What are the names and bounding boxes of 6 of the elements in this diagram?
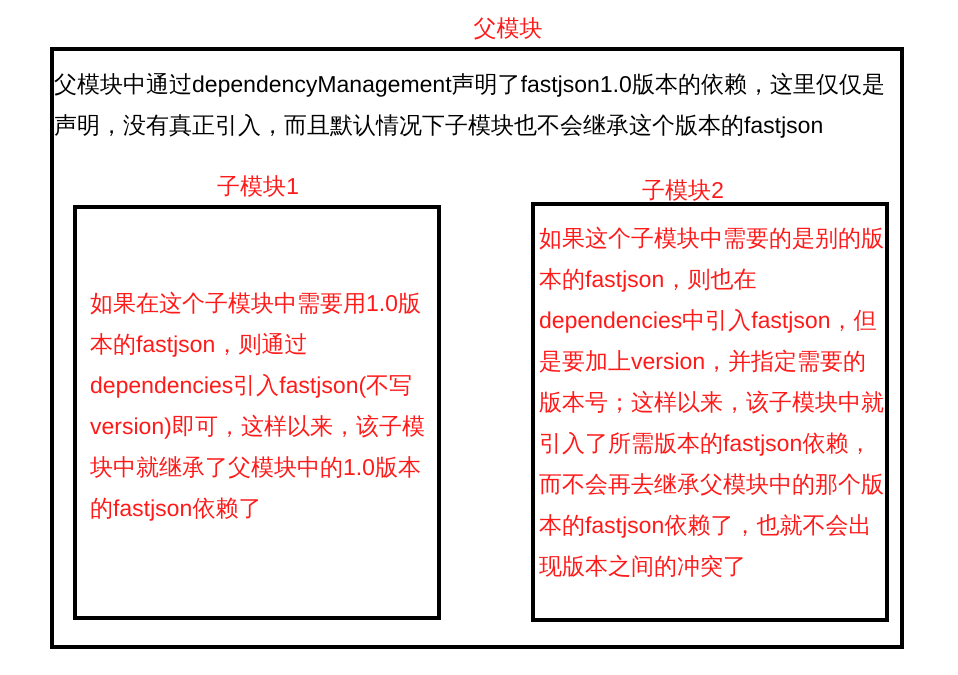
module-title: 父模块 <box>474 14 542 42</box>
description-text: 父模块中通过dependencyManagement声明了fastjson1.0版本的依赖，这里仅仅是声明，没有真正引入，而且默认情况下子模块也不会继承这个版本的fastjson <box>54 70 886 140</box>
module-title: 子模块2 <box>642 176 724 204</box>
description-text: 如果这个子模块中需要的是别的版本的fastjson，则也在dependencies中引入fastjson，但是要加上version，并指定需要的版本号；这样以来，该子模块中就引入了所需版本的fastjson依赖，而不会再去继承父模块中的那个版本的fastjson依赖了，也就不会出现版本之间的冲突了 <box>539 224 885 581</box>
description-text: 如果在这个子模块中需要用1.0版本的fastjson，则通过dependencies引入fastjson(不写version)即可，这样以来，该子模块中就继承了父模块中的1.0版本的fastjson依赖了 <box>90 289 426 523</box>
module-title: 子模块1 <box>217 172 299 200</box>
